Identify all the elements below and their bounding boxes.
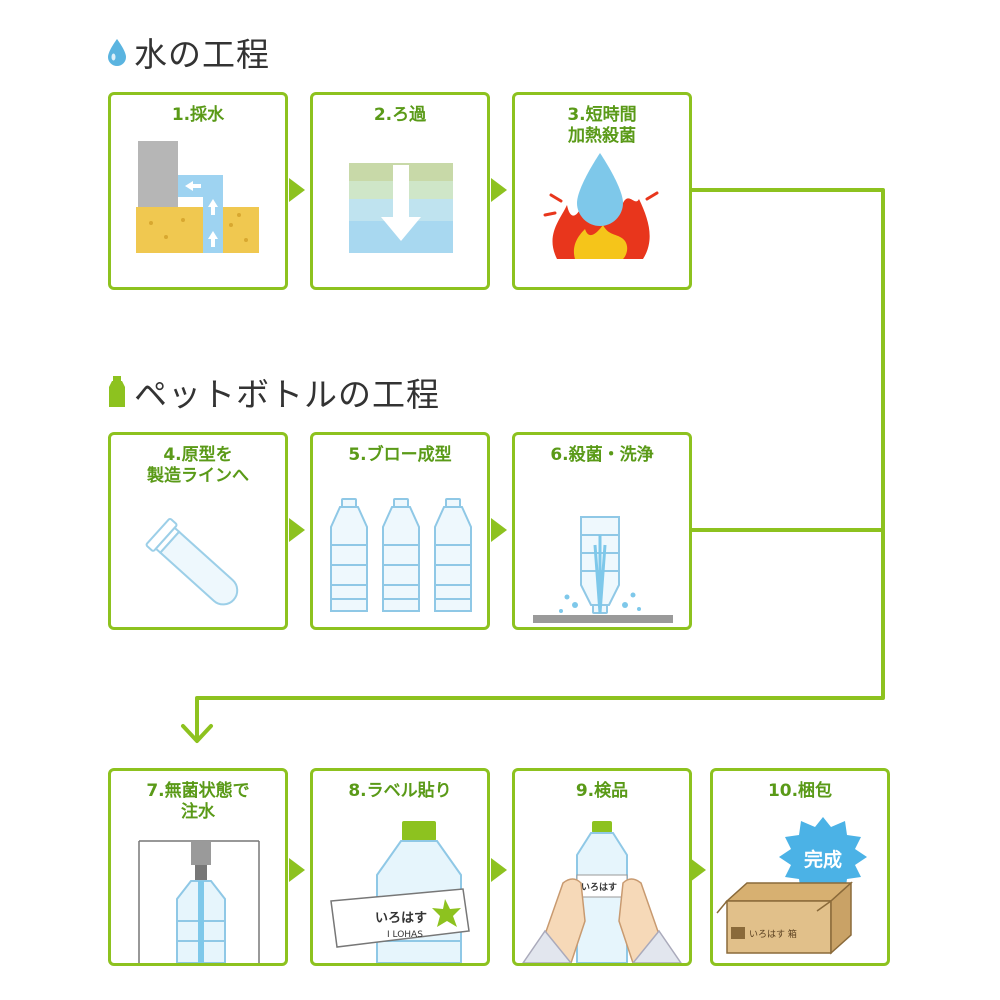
- step-card-6: 6.殺菌・洗浄: [512, 432, 692, 630]
- step-label: 6.殺菌・洗浄: [550, 445, 654, 465]
- step-card-8: 8.ラベル貼り いろはす I LOHAS: [310, 768, 490, 966]
- step-label: 10.梱包: [767, 781, 833, 801]
- step-label: 4.原型を 製造ラインへ: [147, 445, 249, 486]
- water-drop-icon: [108, 39, 126, 66]
- step-label: 8.ラベル貼り: [348, 781, 452, 801]
- step-label: 3.短時間 加熱殺菌: [567, 105, 637, 146]
- labeling-illustration: いろはす I LOHAS: [330, 821, 470, 963]
- step-card-3: 3.短時間 加熱殺菌: [512, 92, 692, 290]
- arrow-right-icon: [289, 518, 305, 542]
- preform-illustration: [145, 517, 239, 606]
- step-label: 5.ブロー成型: [348, 445, 452, 465]
- arrow-right-icon: [491, 178, 507, 202]
- arrow-right-icon: [289, 858, 305, 882]
- label-sub-text: I LOHAS: [387, 930, 423, 940]
- arrow-right-icon: [289, 178, 305, 202]
- arrow-right-icon: [690, 858, 706, 882]
- step-label: 1.採水: [171, 105, 225, 125]
- section-title-text: ペットボトルの工程: [134, 375, 440, 414]
- step-label: 9.検品: [575, 781, 629, 801]
- step-label: 2.ろ過: [373, 105, 427, 125]
- water-intake-illustration: [136, 141, 259, 253]
- section-title-text: 水の工程: [134, 35, 270, 74]
- step-card-1: 1.採水: [108, 92, 288, 290]
- arrow-right-icon: [491, 858, 507, 882]
- section-title-water: 水の工程: [106, 28, 270, 76]
- section-title-bottle: ペットボトルの工程: [106, 368, 440, 416]
- filtration-illustration: [349, 163, 453, 253]
- sterilize-wash-illustration: [533, 516, 673, 623]
- label-brand-text: いろはす: [375, 911, 427, 926]
- label-brand-text: いろはす: [581, 882, 617, 893]
- inspection-illustration: いろはす: [522, 821, 682, 963]
- step-card-4: 4.原型を 製造ラインへ: [108, 432, 288, 630]
- badge-complete-text: 完成: [804, 848, 842, 871]
- down-arrow-icon: [181, 724, 213, 743]
- heat-sterilization-illustration: [543, 153, 659, 259]
- bottle-icon: [109, 376, 125, 407]
- blow-molded-bottles-illustration: [330, 498, 472, 612]
- box-print-text: いろはす 箱: [749, 928, 797, 940]
- step-label: 7.無菌状態で 注水: [146, 781, 250, 822]
- arrow-right-icon: [491, 518, 507, 542]
- step-card-7: 7.無菌状態で 注水: [108, 768, 288, 966]
- aseptic-filling-illustration: [138, 840, 260, 963]
- step-card-5: 5.ブロー成型: [310, 432, 490, 630]
- step-card-9: 9.検品 いろはす: [512, 768, 692, 966]
- packing-illustration: 完成 いろはす 箱: [716, 817, 867, 955]
- step-card-2: 2.ろ過: [310, 92, 490, 290]
- step-card-10: 10.梱包 完成 いろはす 箱: [710, 768, 890, 966]
